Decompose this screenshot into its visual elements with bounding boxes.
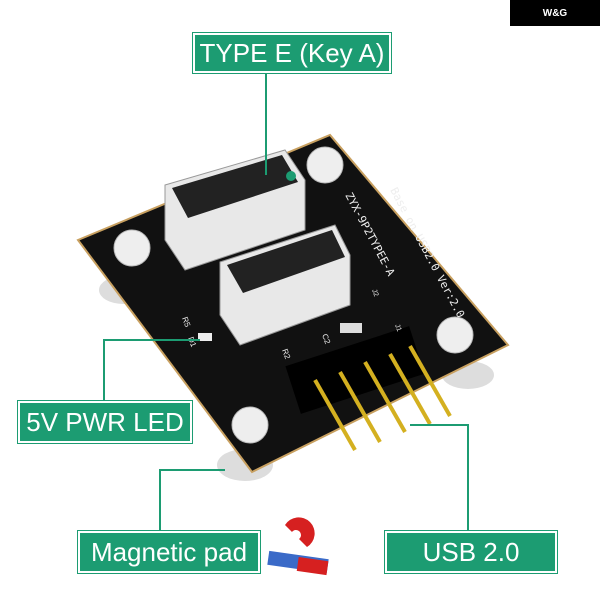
usb-label-text: USB 2.0 (422, 536, 520, 567)
brand-text: W&G (542, 7, 568, 19)
capacitor-c2 (340, 323, 362, 333)
silk-d1: D1 (186, 336, 198, 349)
type-e-label: TYPE E (Key A) (193, 33, 391, 73)
screws (113, 146, 474, 444)
brand-logo: W&G (510, 0, 600, 26)
led-d1 (198, 333, 212, 341)
pwr-led-label-text: 5V PWR LED (26, 406, 184, 437)
silk-r2: R2 (280, 348, 292, 361)
silk-j1: J1 (393, 323, 402, 332)
silk-c2: C2 (320, 333, 332, 346)
usb-header-pins (285, 326, 452, 451)
magnetic-pad-label: Magnetic pad (78, 531, 260, 573)
silk-r5: R5 (180, 316, 192, 329)
usb-label: USB 2.0 (385, 531, 557, 573)
type-e-label-text: TYPE E (Key A) (199, 37, 385, 68)
callout-lines (103, 70, 469, 530)
silk-j2: J2 (370, 288, 379, 297)
pwr-led-label: 5V PWR LED (18, 401, 192, 443)
magnetic-pad-label-text: Magnetic pad (90, 536, 248, 567)
magnet-icon (267, 517, 329, 576)
type-e-connector-bottom (219, 224, 351, 346)
